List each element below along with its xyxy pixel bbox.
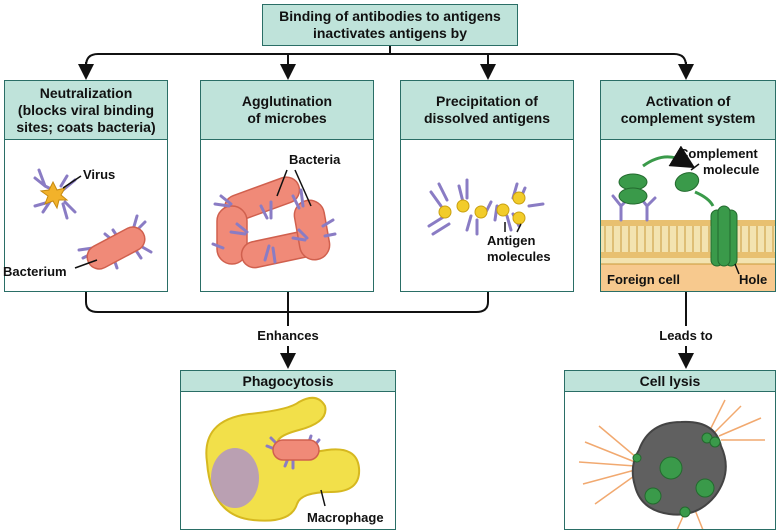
phagocytosis-illustration (205, 396, 361, 522)
precipitation-header: Precipitation of dissolved antigens (400, 80, 574, 140)
complement-illustration (601, 145, 775, 291)
title-box: Binding of antibodies to antigens inacti… (262, 4, 518, 46)
precipitation-illustration (427, 178, 545, 236)
neutralization-line3: sites; coats bacteria) (16, 118, 156, 135)
title-line2: inactivates antigens by (312, 25, 468, 41)
complement-line2: complement system (620, 110, 756, 126)
cell-lysis-header: Cell lysis (564, 370, 776, 392)
bacteria-label: Bacteria (289, 152, 341, 167)
leads-to-label: Leads to (659, 328, 713, 343)
agglutination-illustration (211, 169, 337, 269)
phagocytosis-panel: Macrophage (180, 391, 396, 530)
antigen-molecules-icon (438, 191, 526, 225)
phagocytosis-title: Phagocytosis (242, 372, 334, 389)
neutralization-panel: Virus Bacterium (3, 139, 168, 292)
neutralization-line2: (blocks viral binding (17, 101, 155, 118)
membrane-pores-icon (632, 432, 721, 518)
neutralization-illustration (33, 168, 153, 270)
neutralization-header: Neutralization (blocks viral binding sit… (4, 80, 168, 140)
antigen-label-line1: Antigen (487, 233, 536, 248)
precipitation-line2: dissolved antigens (423, 110, 551, 126)
cell-lysis-illustration (578, 399, 765, 529)
agglutination-header: Agglutination of microbes (200, 80, 374, 140)
agglutination-panel: Bacteria (200, 139, 374, 292)
antigen-label-line2: molecules (487, 249, 551, 264)
neutralization-line1: Neutralization (39, 84, 133, 101)
virus-label: Virus (83, 167, 116, 182)
enhances-label: Enhances (257, 328, 319, 343)
complement-label-line2: molecule (703, 162, 760, 177)
complement-molecule-icon (618, 172, 700, 205)
hole-label: Hole (739, 272, 768, 287)
complement-panel: Complement molecule Foreign cell Hole (600, 139, 776, 292)
macrophage-label: Macrophage (307, 510, 384, 525)
precipitation-line1: Precipitation of (436, 93, 538, 109)
cell-lysis-panel (564, 391, 776, 530)
foreign-cell-label: Foreign cell (607, 272, 680, 287)
agglutination-line1: Agglutination (241, 93, 333, 109)
title-line1: Binding of antibodies to antigens (279, 8, 501, 24)
phagocytosis-header: Phagocytosis (180, 370, 396, 392)
bacterium-label: Bacterium (3, 264, 67, 279)
complement-label-line1: Complement (679, 146, 758, 161)
precipitation-panel: Antigen molecules (400, 139, 574, 292)
cell-lysis-title: Cell lysis (639, 372, 701, 389)
complement-header: Activation of complement system (600, 80, 776, 140)
agglutination-line2: of microbes (247, 110, 327, 126)
virus-icon (39, 180, 69, 210)
ingested-bacterium-icon (272, 439, 320, 461)
hole-pore-icon (710, 205, 738, 267)
complement-line1: Activation of (645, 93, 731, 109)
